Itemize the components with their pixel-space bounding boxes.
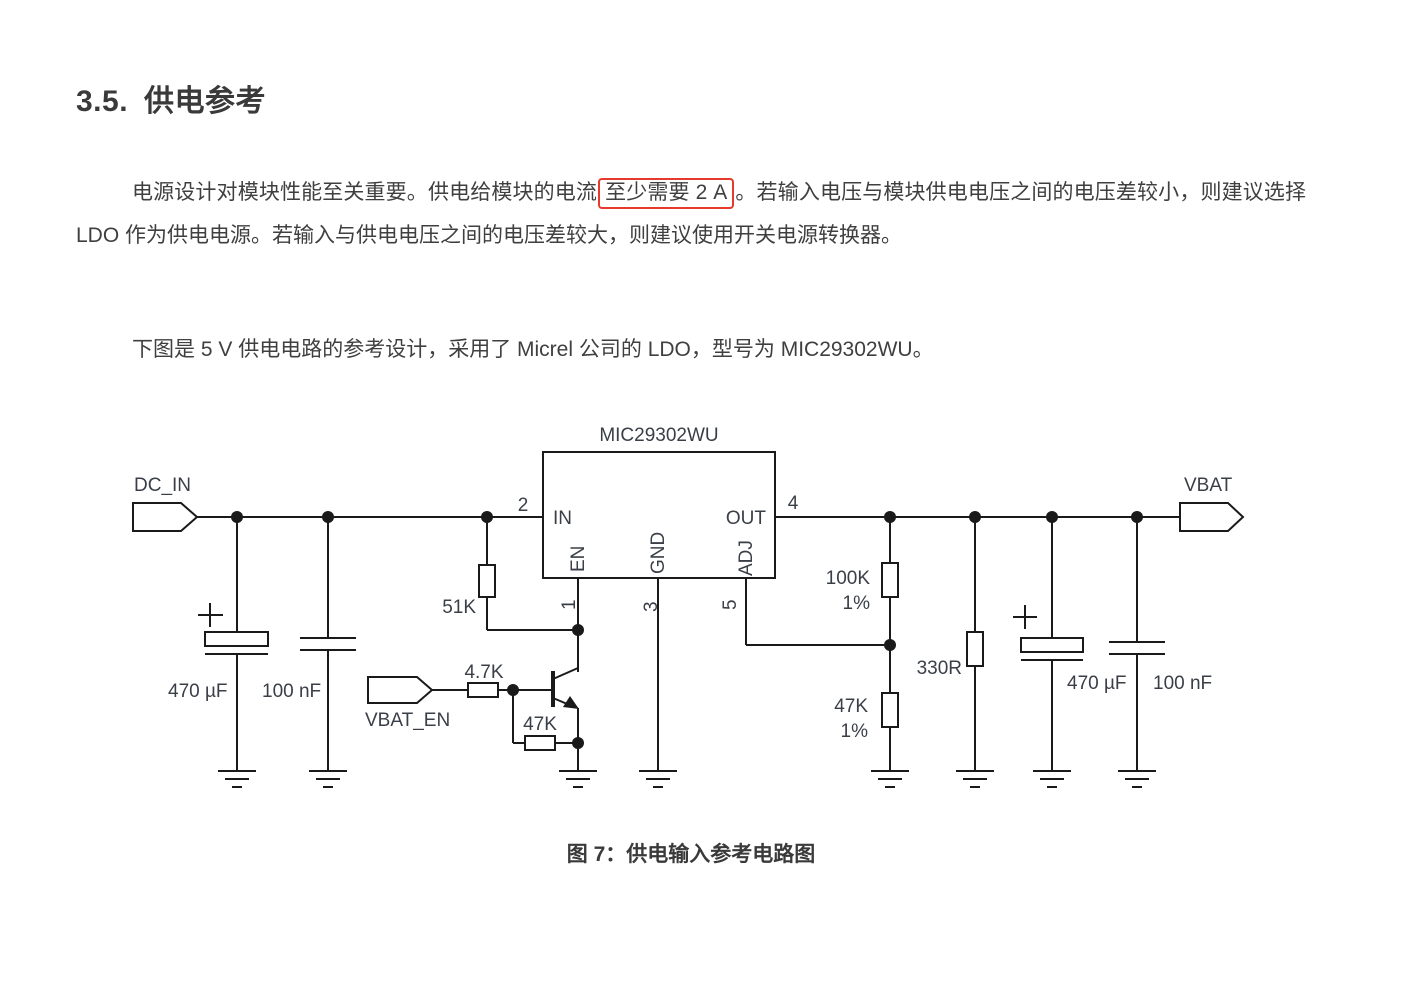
section-heading: 3.5. 供电参考	[76, 76, 266, 120]
paragraph-circuit-intro: 下图是 5 V 供电电路的参考设计，采用了 Micrel 公司的 LDO，型号为…	[132, 338, 934, 361]
capacitor-input-bypass: 100 nF	[262, 517, 356, 771]
capacitor-output-bypass: 100 nF	[1109, 517, 1212, 771]
pin-number: 5	[720, 599, 741, 610]
dc-in-label: DC_IN	[134, 475, 191, 496]
resistor-feedback-bottom: 47K 1%	[834, 645, 899, 771]
vbat-en-tag-icon	[367, 676, 434, 704]
adj-feedback-wire	[745, 578, 890, 646]
ground-symbols	[218, 770, 1156, 788]
ground-icon	[871, 770, 909, 788]
capacitor-input-bulk: 470 µF	[168, 517, 269, 771]
figure-label: 图 7：	[566, 843, 627, 866]
capacitor-value-label: 100 nF	[1153, 673, 1212, 694]
resistor-value-label: 330R	[917, 658, 962, 679]
ground-icon	[559, 770, 597, 788]
ground-icon	[956, 770, 994, 788]
vbat-en-label: VBAT_EN	[365, 710, 450, 731]
capacitor-output-bulk: 470 µF	[1013, 517, 1127, 771]
paragraph-power-design: 电源设计对模块性能至关重要。供电给模块的电流至少需要 2 A。若输入电压与模块供…	[76, 171, 1306, 257]
highlight-red-box: 至少需要 2 A	[598, 178, 735, 209]
resistor-feedback-top: 100K 1%	[826, 517, 899, 645]
resistor-output-load: 330R	[917, 517, 984, 771]
emitter-arrow-icon	[563, 696, 579, 709]
resistor-value-label: 100K	[826, 568, 871, 589]
ground-icon	[218, 770, 256, 788]
pin-en-label: EN	[568, 546, 589, 572]
dc-in-tag-icon	[132, 502, 199, 532]
ground-icon	[639, 770, 677, 788]
section-title: 供电参考	[144, 85, 267, 118]
capacitor-value-label: 100 nF	[262, 681, 321, 702]
para1-text-after: 。若输入电压与模块供电电压之间的电压差较小，则建议选择 LDO 作为供电电源。若…	[76, 181, 1307, 247]
vbat-port: VBAT	[1179, 475, 1245, 532]
circuit-diagram: DC_IN 470 µF 100 nF	[132, 425, 1245, 788]
pin-number: 4	[788, 493, 799, 514]
figure-caption: 图 7：供电输入参考电路图	[76, 838, 1306, 868]
vbat-tag-icon	[1179, 502, 1245, 532]
capacitor-value-label: 470 µF	[168, 681, 228, 702]
ground-icon	[309, 770, 347, 788]
resistor-base: 4.7K	[432, 662, 553, 698]
section-number: 3.5.	[76, 85, 129, 118]
chip-name-label: MIC29302WU	[599, 425, 718, 446]
pin-number: 2	[518, 495, 529, 516]
dc-in-port: DC_IN	[132, 475, 199, 532]
resistor-value-label: 47K	[523, 714, 557, 735]
vbat-label: VBAT	[1184, 475, 1233, 496]
resistor-tolerance-label: 1%	[843, 593, 871, 614]
resistor-value-label: 51K	[442, 597, 476, 618]
resistor-value-label: 4.7K	[464, 662, 503, 683]
pin-number: 3	[641, 601, 662, 612]
para1-text-before: 电源设计对模块性能至关重要。供电给模块的电流	[132, 181, 598, 204]
pin-adj-label: ADJ	[736, 540, 757, 576]
ldo-chip: MIC29302WU IN OUT EN GND ADJ 2 4 1 3 5	[518, 425, 799, 612]
vbat-en-port: VBAT_EN	[365, 676, 450, 731]
pin-number: 1	[559, 599, 580, 610]
resistor-base-pulldown: 47K	[512, 690, 578, 751]
capacitor-value-label: 470 µF	[1067, 673, 1127, 694]
resistor-tolerance-label: 1%	[841, 721, 869, 742]
figure-title: 供电输入参考电路图	[626, 843, 816, 866]
ground-icon	[1033, 770, 1071, 788]
resistor-en-pullup: 51K	[442, 517, 578, 631]
ground-icon	[1118, 770, 1156, 788]
pin-out-label: OUT	[726, 508, 767, 529]
resistor-value-label: 47K	[834, 696, 868, 717]
pin-gnd-label: GND	[648, 532, 669, 574]
pin-in-label: IN	[553, 508, 572, 529]
